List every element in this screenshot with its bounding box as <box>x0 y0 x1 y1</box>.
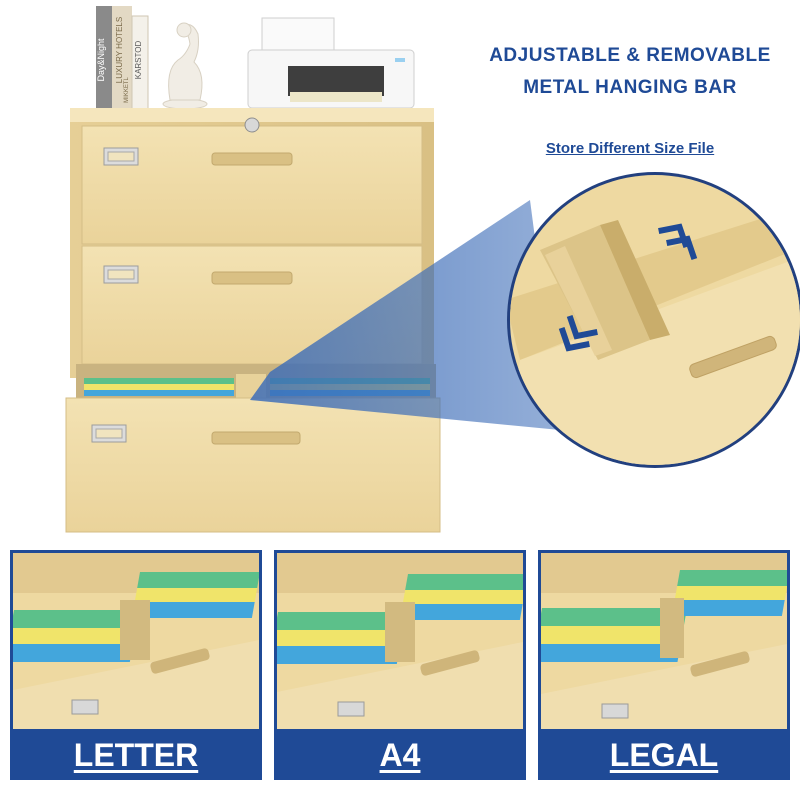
panel-label-legal: LEGAL <box>609 737 719 773</box>
magnifier-beam <box>250 200 560 430</box>
printer <box>247 17 415 109</box>
headline-line2: METAL HANGING BAR <box>523 77 737 98</box>
book3-spine: KARSTOD <box>134 41 143 80</box>
panel-legal-illustration <box>538 550 790 780</box>
sculpture <box>162 22 208 110</box>
books: Day&Night LUXURY HOTELS MIKKETL KARSTOD <box>96 6 149 110</box>
book2-sub: MIKKETL <box>124 77 130 103</box>
subtitle-text: Store Different Size File <box>545 140 715 157</box>
panel-label-letter: LETTER <box>73 737 199 773</box>
headline-line1: ADJUSTABLE & REMOVABLE <box>489 45 771 66</box>
book1-spine: Day&Night <box>96 38 106 82</box>
headline: ADJUSTABLE & REMOVABLE METAL HANGING BAR <box>460 40 800 104</box>
panel-letter-illustration <box>10 550 262 780</box>
panel-a4-illustration <box>274 550 526 780</box>
subtitle: Store Different Size File <box>460 140 800 157</box>
panel-label-a4: A4 <box>379 737 421 773</box>
book2-spine: LUXURY HOTELS <box>115 17 124 83</box>
zoom-detail <box>507 172 800 468</box>
